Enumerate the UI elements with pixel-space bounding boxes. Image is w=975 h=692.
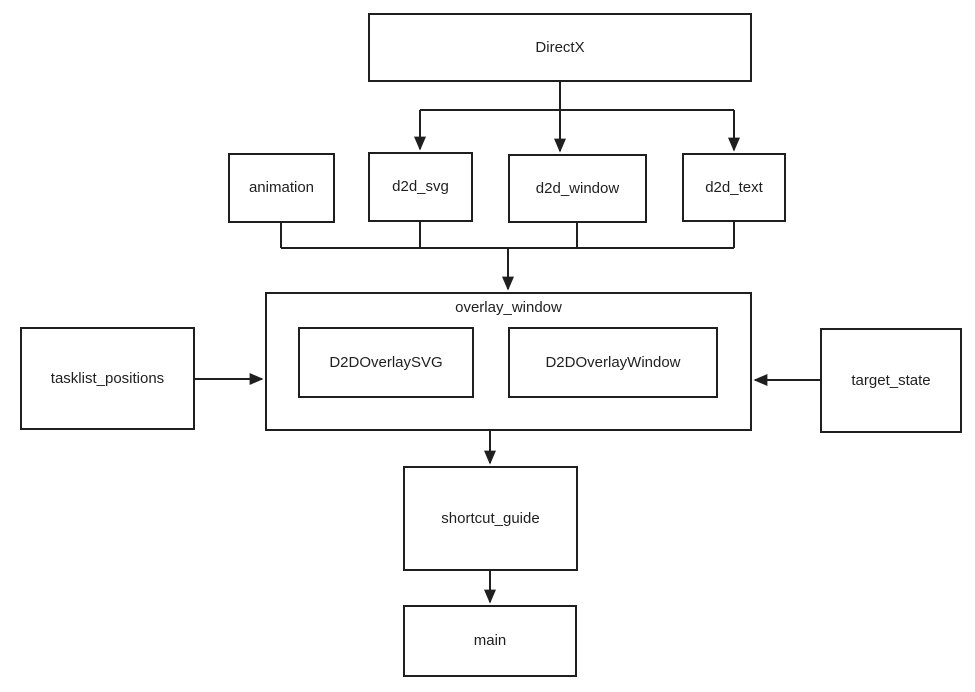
node-target-state-label: target_state [851,371,931,389]
node-d2d-svg-label: d2d_svg [392,178,449,195]
node-d2d-svg: d2d_svg [368,152,473,222]
node-d2d-window-label: d2d_window [535,179,620,197]
node-animation: animation [228,153,335,223]
node-directx-label: DirectX [535,38,585,56]
node-d2d-text-label: d2d_text [705,178,763,196]
node-d2d-text: d2d_text [682,153,786,222]
node-overlay-window-label: overlay_window [455,299,562,316]
node-d2d-overlay-window-label: D2DOverlayWindow [545,353,681,371]
node-tasklist-positions: tasklist_positions [20,327,195,430]
edge-merge-bar [280,222,735,249]
edge-directx-trunk [420,82,734,111]
node-d2d-overlay-svg-label: D2DOverlaySVG [329,353,443,371]
node-target-state: target_state [820,328,962,433]
node-directx: DirectX [368,13,752,82]
node-shortcut-guide: shortcut_guide [403,466,578,571]
node-tasklist-positions-label: tasklist_positions [50,369,165,387]
node-animation-label: animation [248,179,315,196]
node-d2d-overlay-window: D2DOverlayWindow [508,327,718,398]
node-main-label: main [473,632,507,649]
node-d2d-window: d2d_window [508,154,647,223]
node-shortcut-guide-label: shortcut_guide [441,509,540,527]
node-main: main [403,605,577,677]
node-d2d-overlay-svg: D2DOverlaySVG [298,327,474,398]
